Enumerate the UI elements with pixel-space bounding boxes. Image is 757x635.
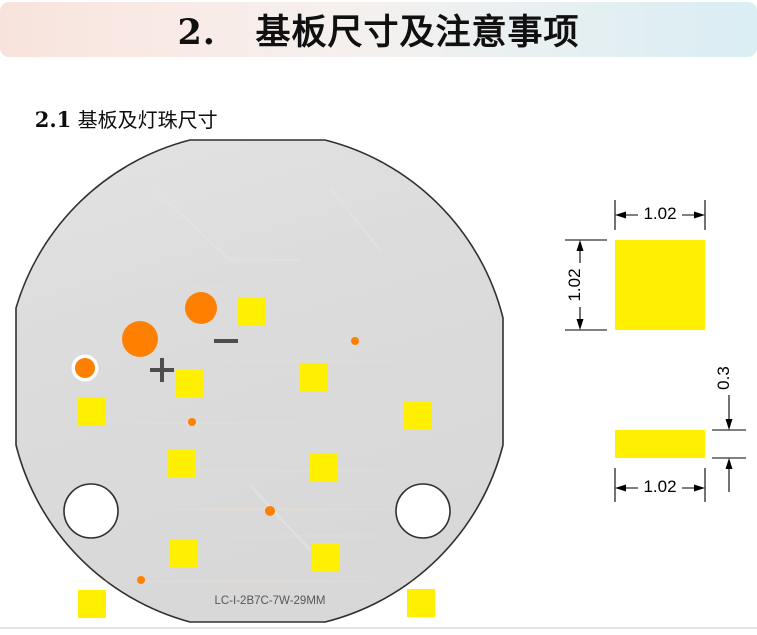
polarity-markings	[150, 339, 238, 382]
solder-via-dot	[265, 506, 275, 516]
page-title: 2. 基板尺寸及注意事项	[177, 12, 580, 53]
mounting-hole	[63, 483, 119, 539]
led-side-view-drawing: 1.02 0.3	[614, 366, 746, 502]
connector-pad	[122, 321, 158, 357]
pcb-board-outline	[15, 139, 504, 623]
mounting-hole	[395, 483, 451, 539]
led-pad	[167, 449, 195, 477]
led-width-dimension-top: 1.02	[643, 204, 676, 223]
led-thickness-dimension-side: 0.3	[714, 366, 733, 390]
led-width-dimension-side: 1.02	[643, 477, 676, 496]
led-pad	[176, 370, 204, 398]
solder-via-dot	[137, 576, 145, 584]
led-pad	[300, 363, 328, 391]
slide-title-banner: 2. 基板尺寸及注意事项	[0, 2, 757, 57]
solder-via-dot	[351, 337, 359, 345]
led-pad	[238, 298, 266, 326]
led-pad	[78, 398, 106, 426]
pcb-board-figure: LC-I-2B7C-7W-29MM	[0, 130, 540, 630]
footer-divider	[0, 627, 757, 629]
led-dimension-figure: 1.02 1.02 1.02	[540, 180, 757, 520]
connector-pad	[185, 292, 217, 324]
solder-via-dot	[188, 418, 196, 426]
led-pad	[407, 589, 435, 617]
connector-pad-group	[71, 292, 217, 382]
led-top-view-drawing: 1.02 1.02	[565, 200, 706, 331]
pcb-part-number-label: LC-I-2B7C-7W-29MM	[215, 595, 326, 607]
solder-dot-group	[137, 337, 359, 584]
section-number: 2.1	[34, 107, 72, 132]
mount-hole-group	[63, 483, 451, 539]
led-top-view-pad	[615, 240, 705, 330]
led-height-dimension-top: 1.02	[565, 268, 584, 301]
section-heading: 2.1 基板及灯珠尺寸	[22, 80, 218, 133]
led-pad	[169, 539, 197, 567]
led-side-view-pad	[615, 430, 705, 458]
connector-pad	[75, 358, 95, 378]
led-pad	[404, 401, 432, 429]
led-pad	[310, 453, 338, 481]
section-title: 基板及灯珠尺寸	[77, 108, 218, 132]
led-pad	[311, 543, 339, 571]
led-pad	[78, 590, 106, 618]
led-pad-group	[78, 298, 435, 618]
